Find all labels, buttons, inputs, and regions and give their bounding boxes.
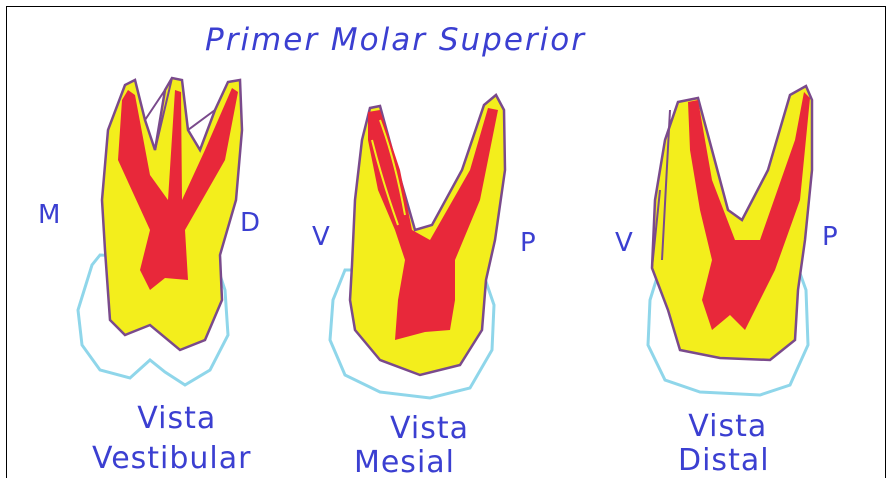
tooth-distal-view (648, 86, 812, 395)
label-vestibular-left-distal: V (615, 228, 634, 258)
caption-line1: Vista (340, 412, 469, 446)
label-vestibular-left: V (312, 222, 331, 252)
label-mesial-left: M (38, 200, 61, 230)
tooth-mesial-view (330, 95, 505, 398)
caption-line2: Vestibular (92, 442, 252, 476)
caption-vestibular: Vista Vestibular (92, 402, 252, 476)
label-palatal-right-distal: P (822, 222, 839, 252)
caption-line2: Distal (678, 444, 770, 478)
caption-mesial: Vista Mesial (340, 412, 469, 480)
caption-line1: Vista (92, 402, 252, 436)
label-palatal-right: P (520, 228, 537, 258)
caption-distal: Vista Distal (678, 410, 770, 478)
caption-line2: Mesial (340, 446, 469, 480)
tooth-vestibular-view (78, 78, 242, 385)
label-distal-right: D (240, 208, 261, 238)
caption-line1: Vista (678, 410, 770, 444)
